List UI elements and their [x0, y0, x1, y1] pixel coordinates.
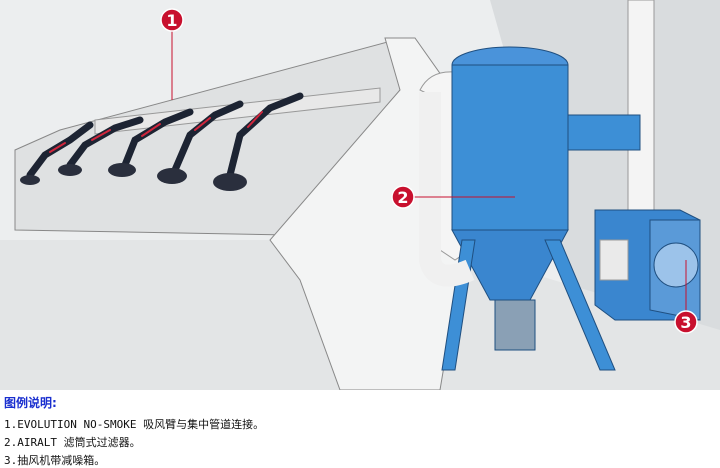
marker-1: 1 — [160, 8, 184, 32]
cartridge-filter — [441, 46, 641, 371]
extraction-arms — [20, 92, 304, 191]
inlet-duct — [419, 92, 475, 287]
fan-box — [594, 209, 701, 321]
marker-3: 3 — [674, 310, 698, 334]
fume-extraction-illustration: 1 2 3 — [0, 0, 720, 390]
chimney — [627, 0, 655, 211]
legend-item-3: 3.抽风机带减噪箱。 — [4, 454, 106, 467]
legend-item-2: 2.AIRALT 滤筒式过滤器。 — [4, 436, 141, 449]
svg-text:3: 3 — [680, 313, 691, 332]
legend-item-1: 1.EVOLUTION NO-SMOKE 吸风臂与集中管道连接。 — [4, 418, 265, 431]
marker-2: 2 — [391, 185, 415, 209]
legend-title: 图例说明: — [4, 396, 57, 410]
svg-text:2: 2 — [397, 188, 408, 207]
svg-text:1: 1 — [166, 11, 177, 30]
